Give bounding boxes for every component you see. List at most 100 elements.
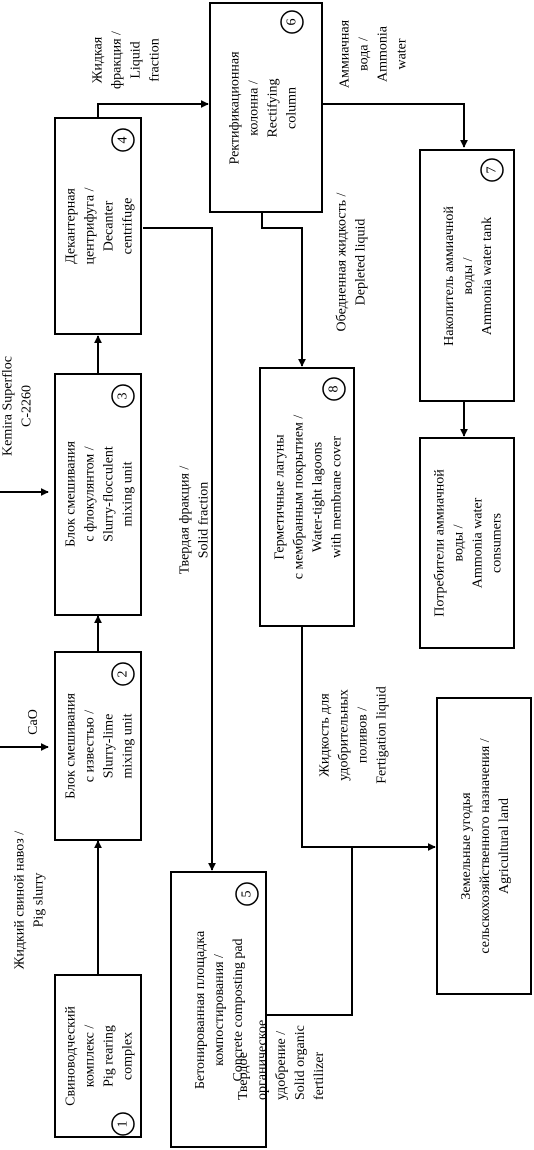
text-line: Свиноводческий: [64, 1006, 79, 1106]
concrete-composting-pad-box: [170, 871, 267, 1148]
text-line: удобрительных: [337, 689, 352, 780]
text-line: water: [395, 38, 410, 69]
ammonia-water-tank-box: [419, 149, 515, 402]
boxes: [54, 2, 532, 1148]
label-ammonia-water: Аммиачная вода / Ammonia water: [338, 19, 410, 88]
badge-4: [111, 128, 135, 152]
text-line: centrifuge: [121, 198, 136, 255]
pig-rearing-complex-box: [54, 974, 142, 1138]
text-line: Pig rearing: [102, 1025, 117, 1087]
text-line: воды /: [452, 524, 467, 561]
badge-6: [280, 10, 304, 34]
label-cao: CaO: [26, 709, 41, 735]
text-line: Fertigation liquid: [375, 686, 390, 784]
text-line: Накопитель аммиачной: [442, 206, 457, 346]
text-line: Жидкость для: [318, 693, 333, 777]
text-line: Жидкий свиной навоз /: [13, 831, 28, 969]
text-line: Земельные угодья: [459, 792, 474, 900]
arrow-solid-fraction: [143, 227, 216, 871]
node-label-slurry-flocculent-mixing-unit: Блок смешивания с флокулянтом / Slurry-flo…: [64, 441, 136, 547]
text-line: Decanter: [102, 200, 117, 251]
text-line: Обедненная жидкость /: [335, 192, 350, 331]
text-line: Ammonia: [376, 25, 391, 82]
text-line: Depleted liquid: [354, 219, 369, 306]
text-line: Agricultural land: [497, 798, 512, 894]
arrow-depleted-liquid: [261, 212, 306, 367]
ammonia-water-consumers-box: [419, 437, 515, 649]
label-solid-fraction: Твердая фракция / Solid fraction: [178, 466, 212, 575]
badge-number: 8: [327, 386, 342, 393]
text-line: Жидкая: [91, 36, 106, 83]
badge-number: 3: [116, 393, 131, 400]
text-line: Slurry-lime: [102, 714, 117, 779]
text-line: column: [285, 87, 300, 129]
arrow-ammonia-water: [322, 103, 468, 148]
text-line: Бетонированная площадка: [193, 930, 208, 1089]
badge-number: 6: [285, 19, 300, 26]
label-fertigation-liquid: Жидкость для удобрительных поливов / Fertig…: [318, 686, 390, 784]
text-line: mixing unit: [121, 461, 136, 526]
text-line: mixing unit: [121, 713, 136, 778]
text-line: CaO: [26, 709, 41, 735]
badge-number: 2: [116, 671, 131, 678]
line-solid-fertilizer: [266, 847, 353, 1016]
text-line: Твердое: [236, 1052, 251, 1100]
badge-2: [111, 662, 135, 686]
badge-number: 5: [240, 891, 255, 898]
text-line: удобрение /: [274, 1031, 289, 1100]
text-line: сельскохозяйственного назначения /: [478, 738, 493, 953]
rectifying-column-box: [209, 2, 323, 213]
text-line: с флокулянтом /: [83, 446, 98, 541]
text-line: с мембранным покрытием /: [292, 415, 307, 580]
text-line: Аммиачная: [338, 19, 353, 88]
number-badge-texts: 1 2 3 4 5 6 7 8: [116, 19, 500, 1128]
label-solid-organic-fertilizer: Твердое органическое удобрение / Solid orga…: [236, 1020, 327, 1100]
arrow-fertigation: [301, 627, 436, 851]
text-line: центрифуга /: [83, 187, 98, 264]
badge-1: [111, 1112, 135, 1136]
text-line: Потребители аммиачной: [433, 469, 448, 617]
text-line: Твердая фракция /: [178, 466, 193, 575]
text-line: поливов /: [356, 707, 371, 763]
text-line: комплекс /: [83, 1025, 98, 1088]
text-line: воды /: [461, 257, 476, 294]
text-line: Блок смешивания: [64, 693, 79, 799]
badge-number: 4: [116, 137, 131, 144]
text-line: Rectifying: [266, 78, 281, 137]
badge-5: [235, 882, 259, 906]
text-line: Slurry-flocculent: [102, 446, 117, 542]
text-line: Ректификационная: [228, 51, 243, 165]
text-line: Water-tight lagoons: [311, 442, 326, 552]
text-line: с известью /: [83, 710, 98, 783]
text-line: Solid fraction: [197, 482, 212, 559]
text-line: fertilizer: [312, 1051, 327, 1100]
label-pig-slurry: Жидкий свиной навоз /Pig slurry: [13, 831, 47, 969]
text-line: Liquid: [129, 41, 144, 78]
arrow-liquid-fraction: [97, 100, 209, 118]
connectors: [0, 100, 468, 1016]
number-badges: [111, 10, 504, 1136]
flow-labels: Жидкий свиной навоз /Pig slurry CaO Kemi…: [1, 19, 410, 1100]
text-line: Блок смешивания: [64, 441, 79, 547]
node-label-slurry-lime-mixing-unit: Блок смешивания с известью / Slurry-lime mi…: [64, 693, 136, 799]
text-line: consumers: [490, 513, 505, 573]
badge-number: 7: [485, 167, 500, 174]
text-line: вода /: [357, 37, 372, 71]
text-line: Solid organic: [293, 1025, 308, 1100]
badge-8: [322, 377, 346, 401]
badge-3: [111, 384, 135, 408]
text-line: fraction: [148, 38, 163, 82]
decanter-centrifuge-box: [54, 117, 142, 335]
text-line: органическое: [255, 1020, 270, 1100]
